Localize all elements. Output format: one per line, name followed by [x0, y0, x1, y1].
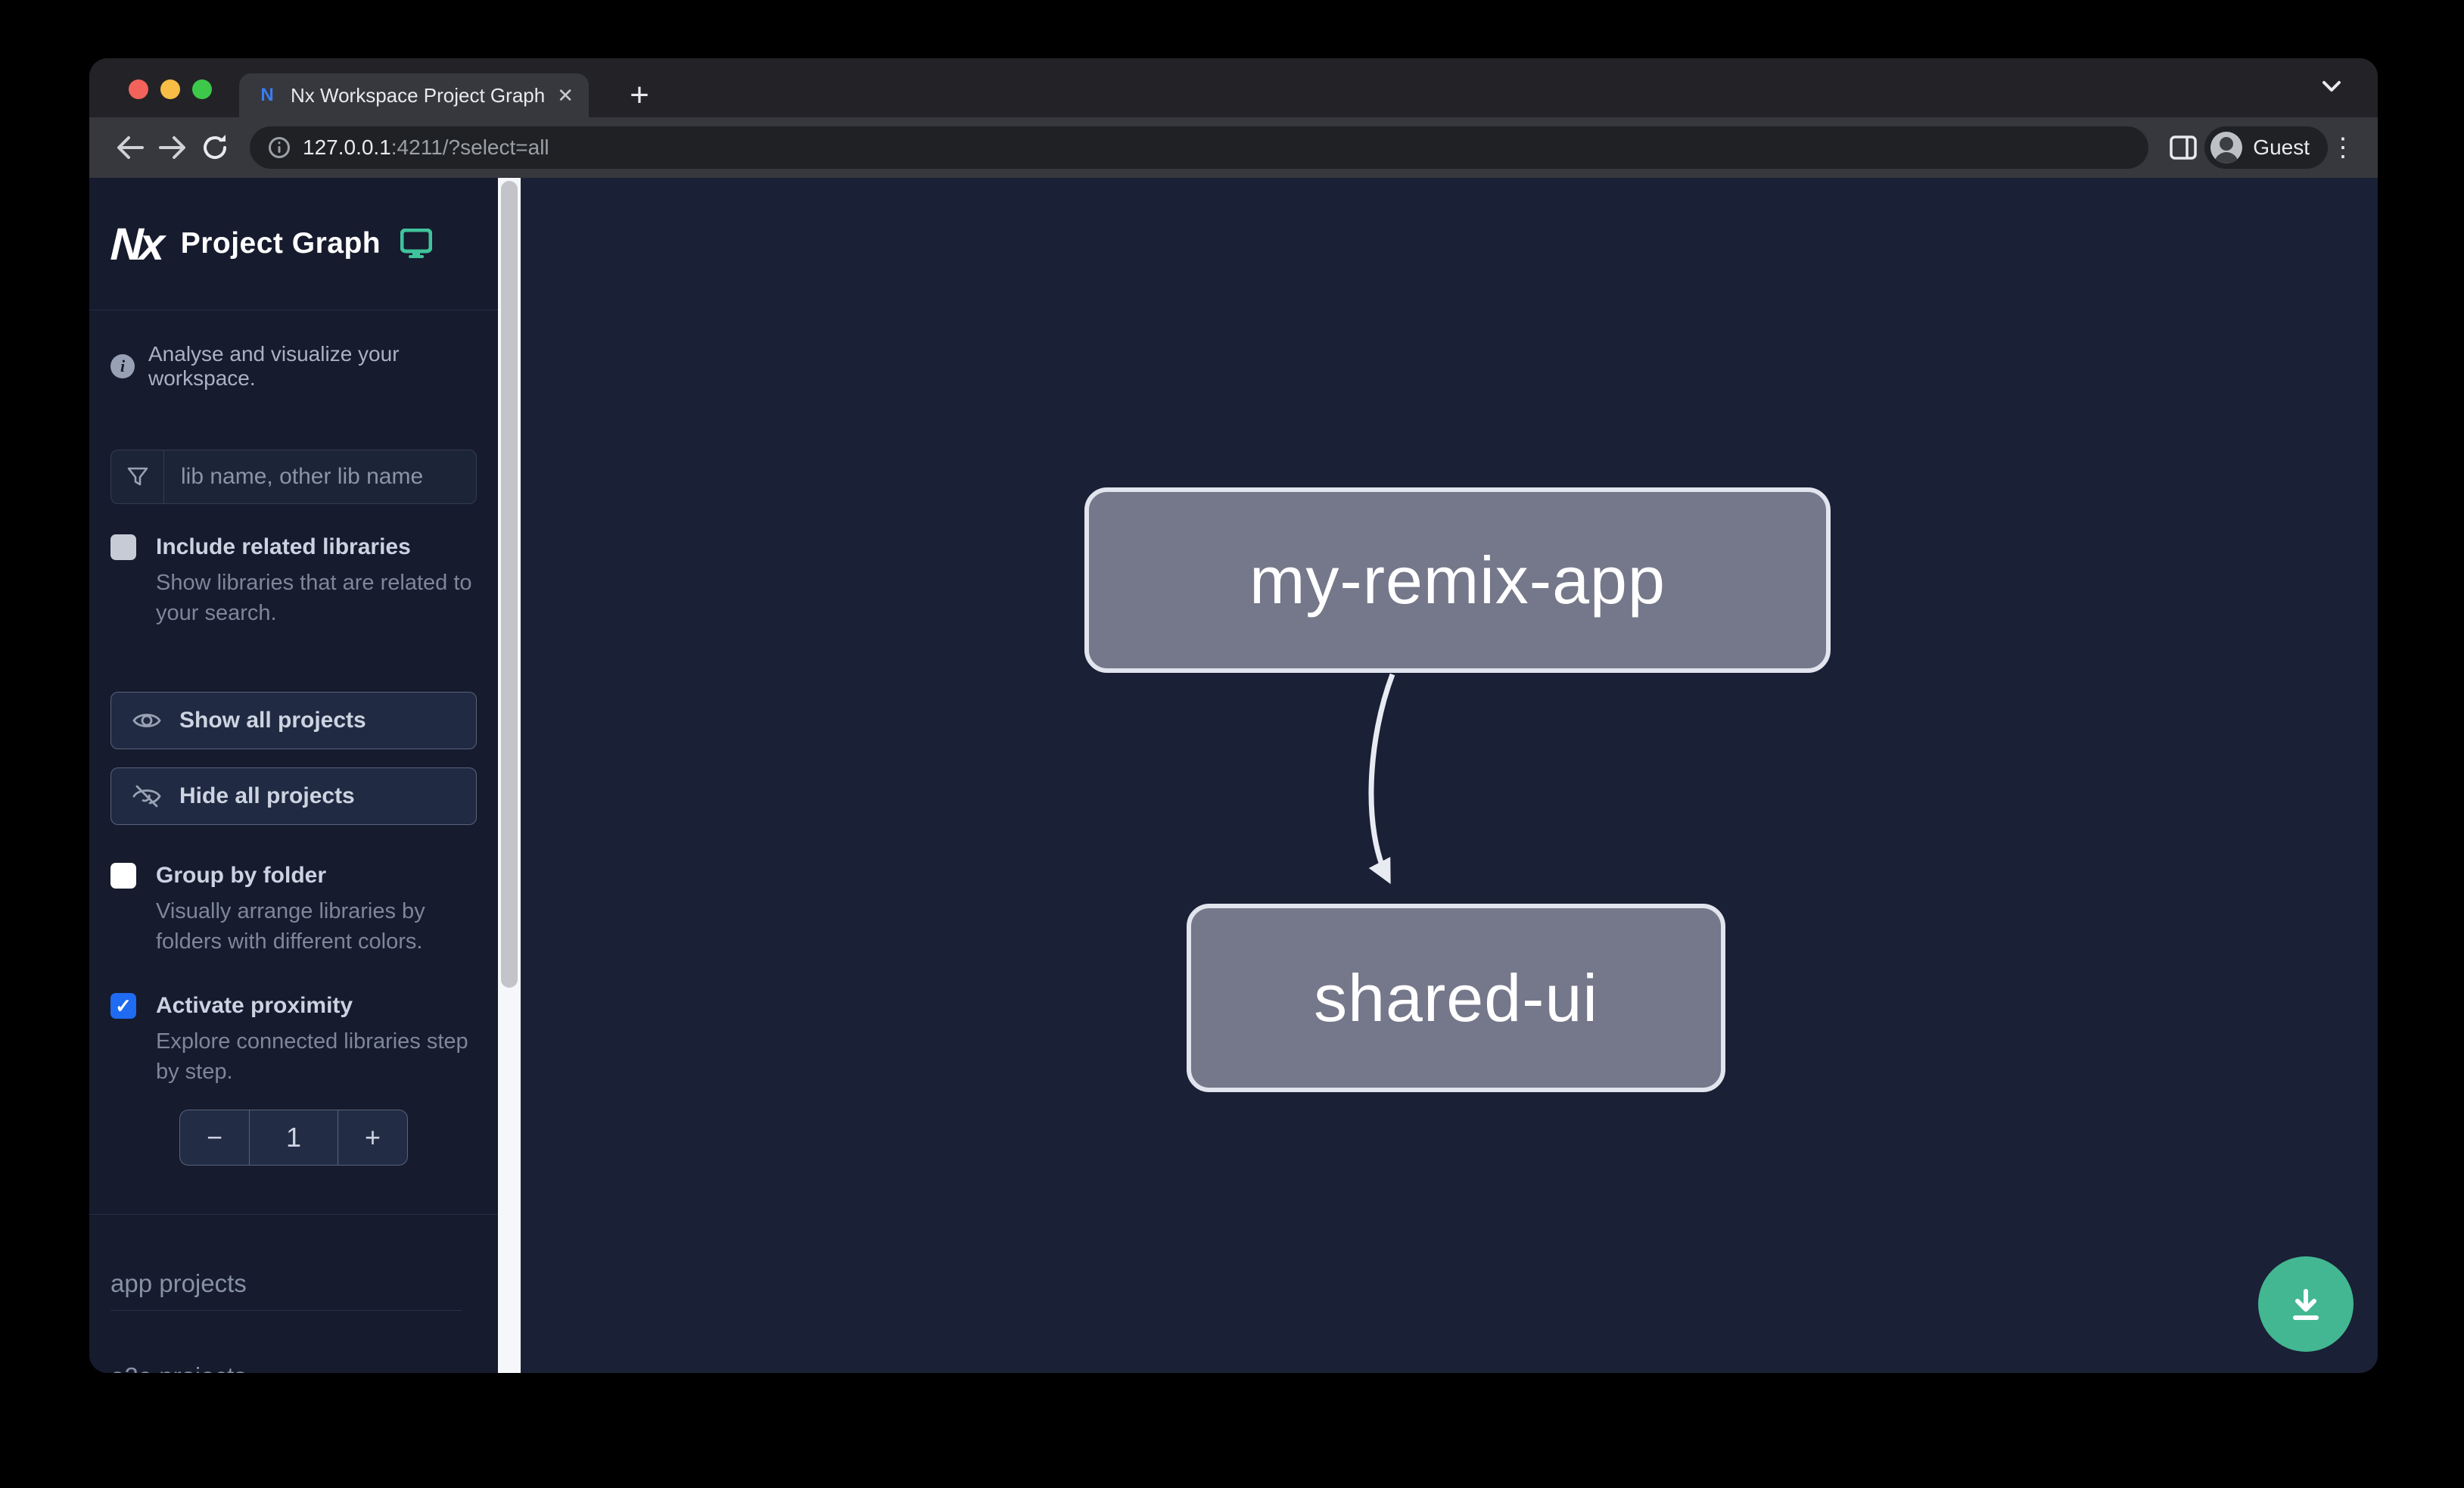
tab-search-chevron-icon[interactable] [2320, 78, 2343, 98]
url-text: 127.0.0.1:4211/?select=all [303, 135, 549, 160]
nx-logo: Nx [109, 218, 162, 269]
download-graph-button[interactable] [2258, 1256, 2354, 1352]
info-icon: i [110, 354, 135, 378]
include-related-description: Show libraries that are related to your … [156, 571, 472, 625]
search-input[interactable] [164, 450, 476, 503]
show-all-projects-label: Show all projects [179, 708, 366, 733]
group-by-folder-option: ✓ Group by folder Visually arrange libra… [110, 860, 477, 957]
graph-node-my-remix-app[interactable]: my-remix-app [1084, 487, 1831, 673]
site-info-icon[interactable] [268, 136, 291, 159]
url-host: 127.0.0.1 [303, 135, 391, 159]
activate-proximity-label: Activate proximity [156, 993, 353, 1018]
back-button[interactable] [109, 126, 151, 169]
browser-toolbar: 127.0.0.1:4211/?select=all Guest ⋮ [89, 117, 2378, 178]
sidebar-divider [89, 1214, 498, 1215]
search-box [110, 450, 477, 504]
scrollbar-thumb[interactable] [501, 181, 518, 988]
group-by-folder-checkbox[interactable]: ✓ [110, 863, 136, 889]
window-content: Nx Project Graph i Analyse and visualize… [89, 178, 2378, 1373]
include-related-label: Include related libraries [156, 534, 411, 559]
window-minimize-button[interactable] [160, 79, 180, 99]
proximity-decrement-button[interactable]: − [180, 1110, 250, 1165]
page-title: Project Graph [180, 227, 381, 260]
check-icon: ✓ [115, 995, 132, 1017]
tagline-text: Analyse and visualize your workspace. [148, 342, 400, 390]
node-label: shared-ui [1314, 960, 1598, 1035]
new-tab-button[interactable]: + [630, 76, 649, 114]
hide-all-projects-label: Hide all projects [179, 783, 355, 808]
group-by-folder-label: Group by folder [156, 863, 326, 888]
sidebar: Nx Project Graph i Analyse and visualize… [89, 178, 498, 1373]
browser-tab[interactable]: N Nx Workspace Project Graph ✕ [239, 73, 589, 117]
section-e2e-projects: e2e projects [110, 1362, 462, 1373]
hide-all-projects-button[interactable]: Hide all projects [110, 767, 477, 825]
show-all-projects-button[interactable]: Show all projects [110, 692, 477, 749]
graph-canvas[interactable]: my-remix-app shared-ui [521, 178, 2378, 1373]
eye-off-icon [132, 785, 161, 808]
browser-window: N Nx Workspace Project Graph ✕ + 127.0.0… [89, 58, 2378, 1373]
section-app-projects: app projects [110, 1269, 462, 1311]
proximity-value: 1 [285, 1122, 302, 1153]
reload-button[interactable] [194, 126, 236, 169]
window-close-button[interactable] [129, 79, 148, 99]
browser-menu-button[interactable]: ⋮ [2330, 133, 2356, 162]
side-panel-button[interactable] [2162, 126, 2204, 169]
url-path: :4211/?select=all [390, 135, 549, 159]
activate-proximity-checkbox[interactable]: ✓ [110, 993, 136, 1019]
forward-button[interactable] [151, 126, 194, 169]
sidebar-header: Nx Project Graph [89, 178, 498, 310]
window-zoom-button[interactable] [192, 79, 212, 99]
graph-node-shared-ui[interactable]: shared-ui [1187, 904, 1725, 1092]
avatar-icon [2210, 132, 2243, 163]
filter-icon [111, 450, 164, 503]
node-label: my-remix-app [1249, 542, 1666, 618]
eye-icon [132, 714, 161, 727]
monitor-icon [400, 229, 433, 258]
include-related-checkbox[interactable]: ✓ [110, 534, 136, 560]
tab-close-icon[interactable]: ✕ [557, 84, 574, 107]
activate-proximity-description: Explore connected libraries step by step… [156, 1029, 468, 1084]
group-by-folder-description: Visually arrange libraries by folders wi… [156, 899, 425, 954]
activate-proximity-option: ✓ Activate proximity Explore connected l… [110, 990, 477, 1087]
edge-my-remix-app-to-shared-ui [1368, 673, 1395, 885]
profile-button[interactable]: Guest [2204, 126, 2328, 169]
tab-title: Nx Workspace Project Graph [291, 83, 546, 107]
proximity-increment-button[interactable]: + [338, 1110, 407, 1165]
nx-favicon-icon: N [260, 85, 273, 105]
sidebar-scrollbar[interactable] [498, 178, 521, 1373]
profile-label: Guest [2253, 135, 2310, 159]
address-bar[interactable]: 127.0.0.1:4211/?select=all [250, 126, 2149, 169]
proximity-stepper: − 1 + [179, 1110, 408, 1166]
include-related-option: ✓ Include related libraries Show librari… [110, 531, 477, 628]
download-icon [2293, 1289, 2319, 1320]
tab-strip: N Nx Workspace Project Graph ✕ + [89, 58, 2378, 117]
tagline-row: i Analyse and visualize your workspace. [110, 342, 477, 391]
